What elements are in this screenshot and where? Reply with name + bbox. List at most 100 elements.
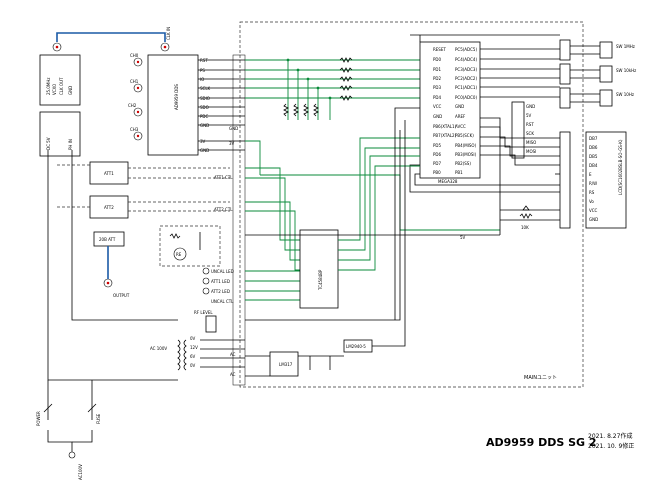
supply-3v-label: 3V	[229, 141, 235, 146]
switch-connectors	[559, 39, 613, 109]
att-control-dashes	[57, 164, 230, 212]
svg-text:0V: 0V	[190, 336, 196, 341]
bus-junctions	[286, 58, 332, 100]
created-date: 2021. 8.27作成	[588, 432, 632, 440]
svg-text:Vo: Vo	[589, 199, 594, 204]
contrast-pot: 10K	[519, 205, 533, 230]
transformer-secondary-wires	[200, 339, 245, 368]
svg-text:DB4: DB4	[589, 163, 598, 168]
isp-header: GND 5V RST SCK MISO MOSI	[511, 101, 536, 159]
terminal-block-left	[232, 54, 246, 386]
svg-text:GND: GND	[200, 123, 209, 128]
power-connector-module: DC 5V PH IN	[39, 111, 81, 157]
switch-label-10khz: SW 10kHz	[616, 68, 636, 73]
svg-text:UNCAL LED: UNCAL LED	[211, 269, 234, 274]
clock-coax-cable	[56, 32, 166, 42]
svg-text:CLK OUT: CLK OUT	[59, 77, 64, 95]
channel-jacks: CH0 CH1 CH2 CH3	[128, 53, 143, 141]
svg-text:FUSE: FUSE	[96, 413, 101, 424]
led-wires	[245, 270, 300, 301]
svg-text:OUTPUT: OUTPUT	[113, 293, 130, 298]
svg-text:AC 100V: AC 100V	[150, 346, 167, 351]
svg-text:AD9959 DDS: AD9959 DDS	[174, 84, 179, 110]
svg-text:PD4: PD4	[433, 95, 441, 100]
svg-text:RE: RE	[176, 252, 182, 257]
power-switch: POWER	[36, 403, 53, 426]
svg-text:ATT2: ATT2	[104, 205, 114, 210]
svg-text:3V: 3V	[200, 139, 206, 144]
switch-label-1mhz: SW 1MHz	[616, 44, 635, 49]
svg-text:SCLK: SCLK	[200, 86, 211, 91]
svg-text:PD1: PD1	[433, 67, 441, 72]
svg-text:PC1(ADC1): PC1(ADC1)	[455, 85, 477, 90]
gnd-label: GND	[229, 126, 238, 131]
svg-text:PB6(XTAL1): PB6(XTAL1)	[433, 124, 457, 129]
svg-text:RF LEVEL: RF LEVEL	[194, 310, 213, 315]
svg-text:PD3: PD3	[433, 85, 441, 90]
svg-text:CLK IN: CLK IN	[166, 27, 171, 40]
svg-text:LCD(SC1602BSLB-SO-GS-K): LCD(SC1602BSLB-SO-GS-K)	[618, 139, 623, 195]
svg-text:PB0: PB0	[433, 170, 441, 175]
svg-text:0V: 0V	[190, 363, 196, 368]
svg-text:CH3: CH3	[130, 127, 139, 132]
fuse: FUSE	[87, 403, 101, 424]
svg-text:PD5: PD5	[433, 143, 441, 148]
svg-text:PD7: PD7	[433, 161, 441, 166]
svg-text:E: E	[589, 172, 592, 177]
svg-text:DB6: DB6	[589, 145, 598, 150]
svg-text:UNCAL CTL: UNCAL CTL	[211, 299, 234, 304]
revised-date: 2021. 10. 9修正	[588, 442, 634, 450]
svg-text:ATT1: ATT1	[104, 171, 114, 176]
mcu-left-pins: RESET PD0 PD1 PD2 PD3 PD4 VCC GND PB6(XT…	[433, 47, 457, 175]
regulator-1: LM317	[269, 351, 299, 377]
regulator-2: LM2940-5	[343, 339, 373, 353]
svg-text:20B ATT: 20B ATT	[99, 237, 116, 242]
svg-text:GND: GND	[200, 148, 209, 153]
svg-text:25.0MHz: 25.0MHz	[46, 78, 51, 95]
svg-text:GND: GND	[433, 114, 442, 119]
attenuator-2: ATT2	[89, 195, 129, 219]
attenuator-3: 20B ATT	[93, 231, 125, 247]
svg-text:CH1: CH1	[130, 79, 139, 84]
svg-text:TC4584BP: TC4584BP	[318, 269, 323, 291]
ad9959-module: AD9959 DDS CLK IN	[147, 27, 199, 156]
svg-text:R/W: R/W	[589, 181, 597, 186]
svg-text:PC3(ADC3): PC3(ADC3)	[455, 67, 477, 72]
ad9959-pin-labels: RST PS IO SCLK SDIO SDO PDC GND 3V GND	[200, 58, 211, 153]
switch-label-10hz: SW 10Hz	[616, 92, 634, 97]
output-connector: OUTPUT	[103, 246, 130, 298]
ad9959-signal-wires	[198, 59, 245, 151]
svg-text:PB3(MOSI): PB3(MOSI)	[455, 152, 477, 157]
svg-text:PB7(XTAL2): PB7(XTAL2)	[433, 133, 457, 138]
transformer: 0V 12V 6V 0V AC 100V	[150, 336, 198, 371]
svg-text:PB5(SCK): PB5(SCK)	[455, 133, 474, 138]
svg-text:RS: RS	[589, 190, 595, 195]
buffer-ic: TC4584BP	[299, 229, 339, 309]
svg-text:PS: PS	[200, 68, 205, 73]
svg-text:VCXO: VCXO	[52, 84, 57, 95]
svg-text:RST: RST	[200, 58, 208, 63]
svg-text:10K: 10K	[521, 225, 529, 230]
svg-text:SCK: SCK	[526, 131, 534, 136]
svg-text:DB5: DB5	[589, 154, 598, 159]
rotary-encoder-group: RE	[159, 225, 221, 267]
switch-wires	[480, 48, 560, 98]
ac-label-1: AC	[230, 352, 236, 357]
svg-text:PC5(ADC5): PC5(ADC5)	[455, 47, 477, 52]
svg-text:ATT2 LED: ATT2 LED	[211, 289, 230, 294]
svg-text:MISO: MISO	[526, 140, 536, 145]
oscillator-module: 25.0MHz VCXO CLK OUT GND	[39, 42, 81, 106]
svg-text:PB2(SS): PB2(SS)	[455, 161, 471, 166]
supply-5v-label: 5V	[460, 235, 466, 240]
svg-text:PC4(ADC4): PC4(ADC4)	[455, 57, 477, 62]
svg-text:IO: IO	[200, 77, 204, 82]
svg-text:PC0(ADC0): PC0(ADC0)	[455, 95, 477, 100]
mcu-right-pins: PC5(ADC5) PC4(ADC4) PC3(ADC3) PC2(ADC2) …	[455, 47, 477, 175]
svg-text:GND: GND	[68, 86, 73, 95]
svg-text:DC 5V: DC 5V	[46, 137, 51, 150]
svg-text:PC2(ADC2): PC2(ADC2)	[455, 76, 477, 81]
svg-text:AC100V: AC100V	[78, 464, 83, 480]
svg-text:LM2940-5: LM2940-5	[346, 344, 366, 349]
rf-level-pot: RF LEVEL	[194, 310, 217, 333]
